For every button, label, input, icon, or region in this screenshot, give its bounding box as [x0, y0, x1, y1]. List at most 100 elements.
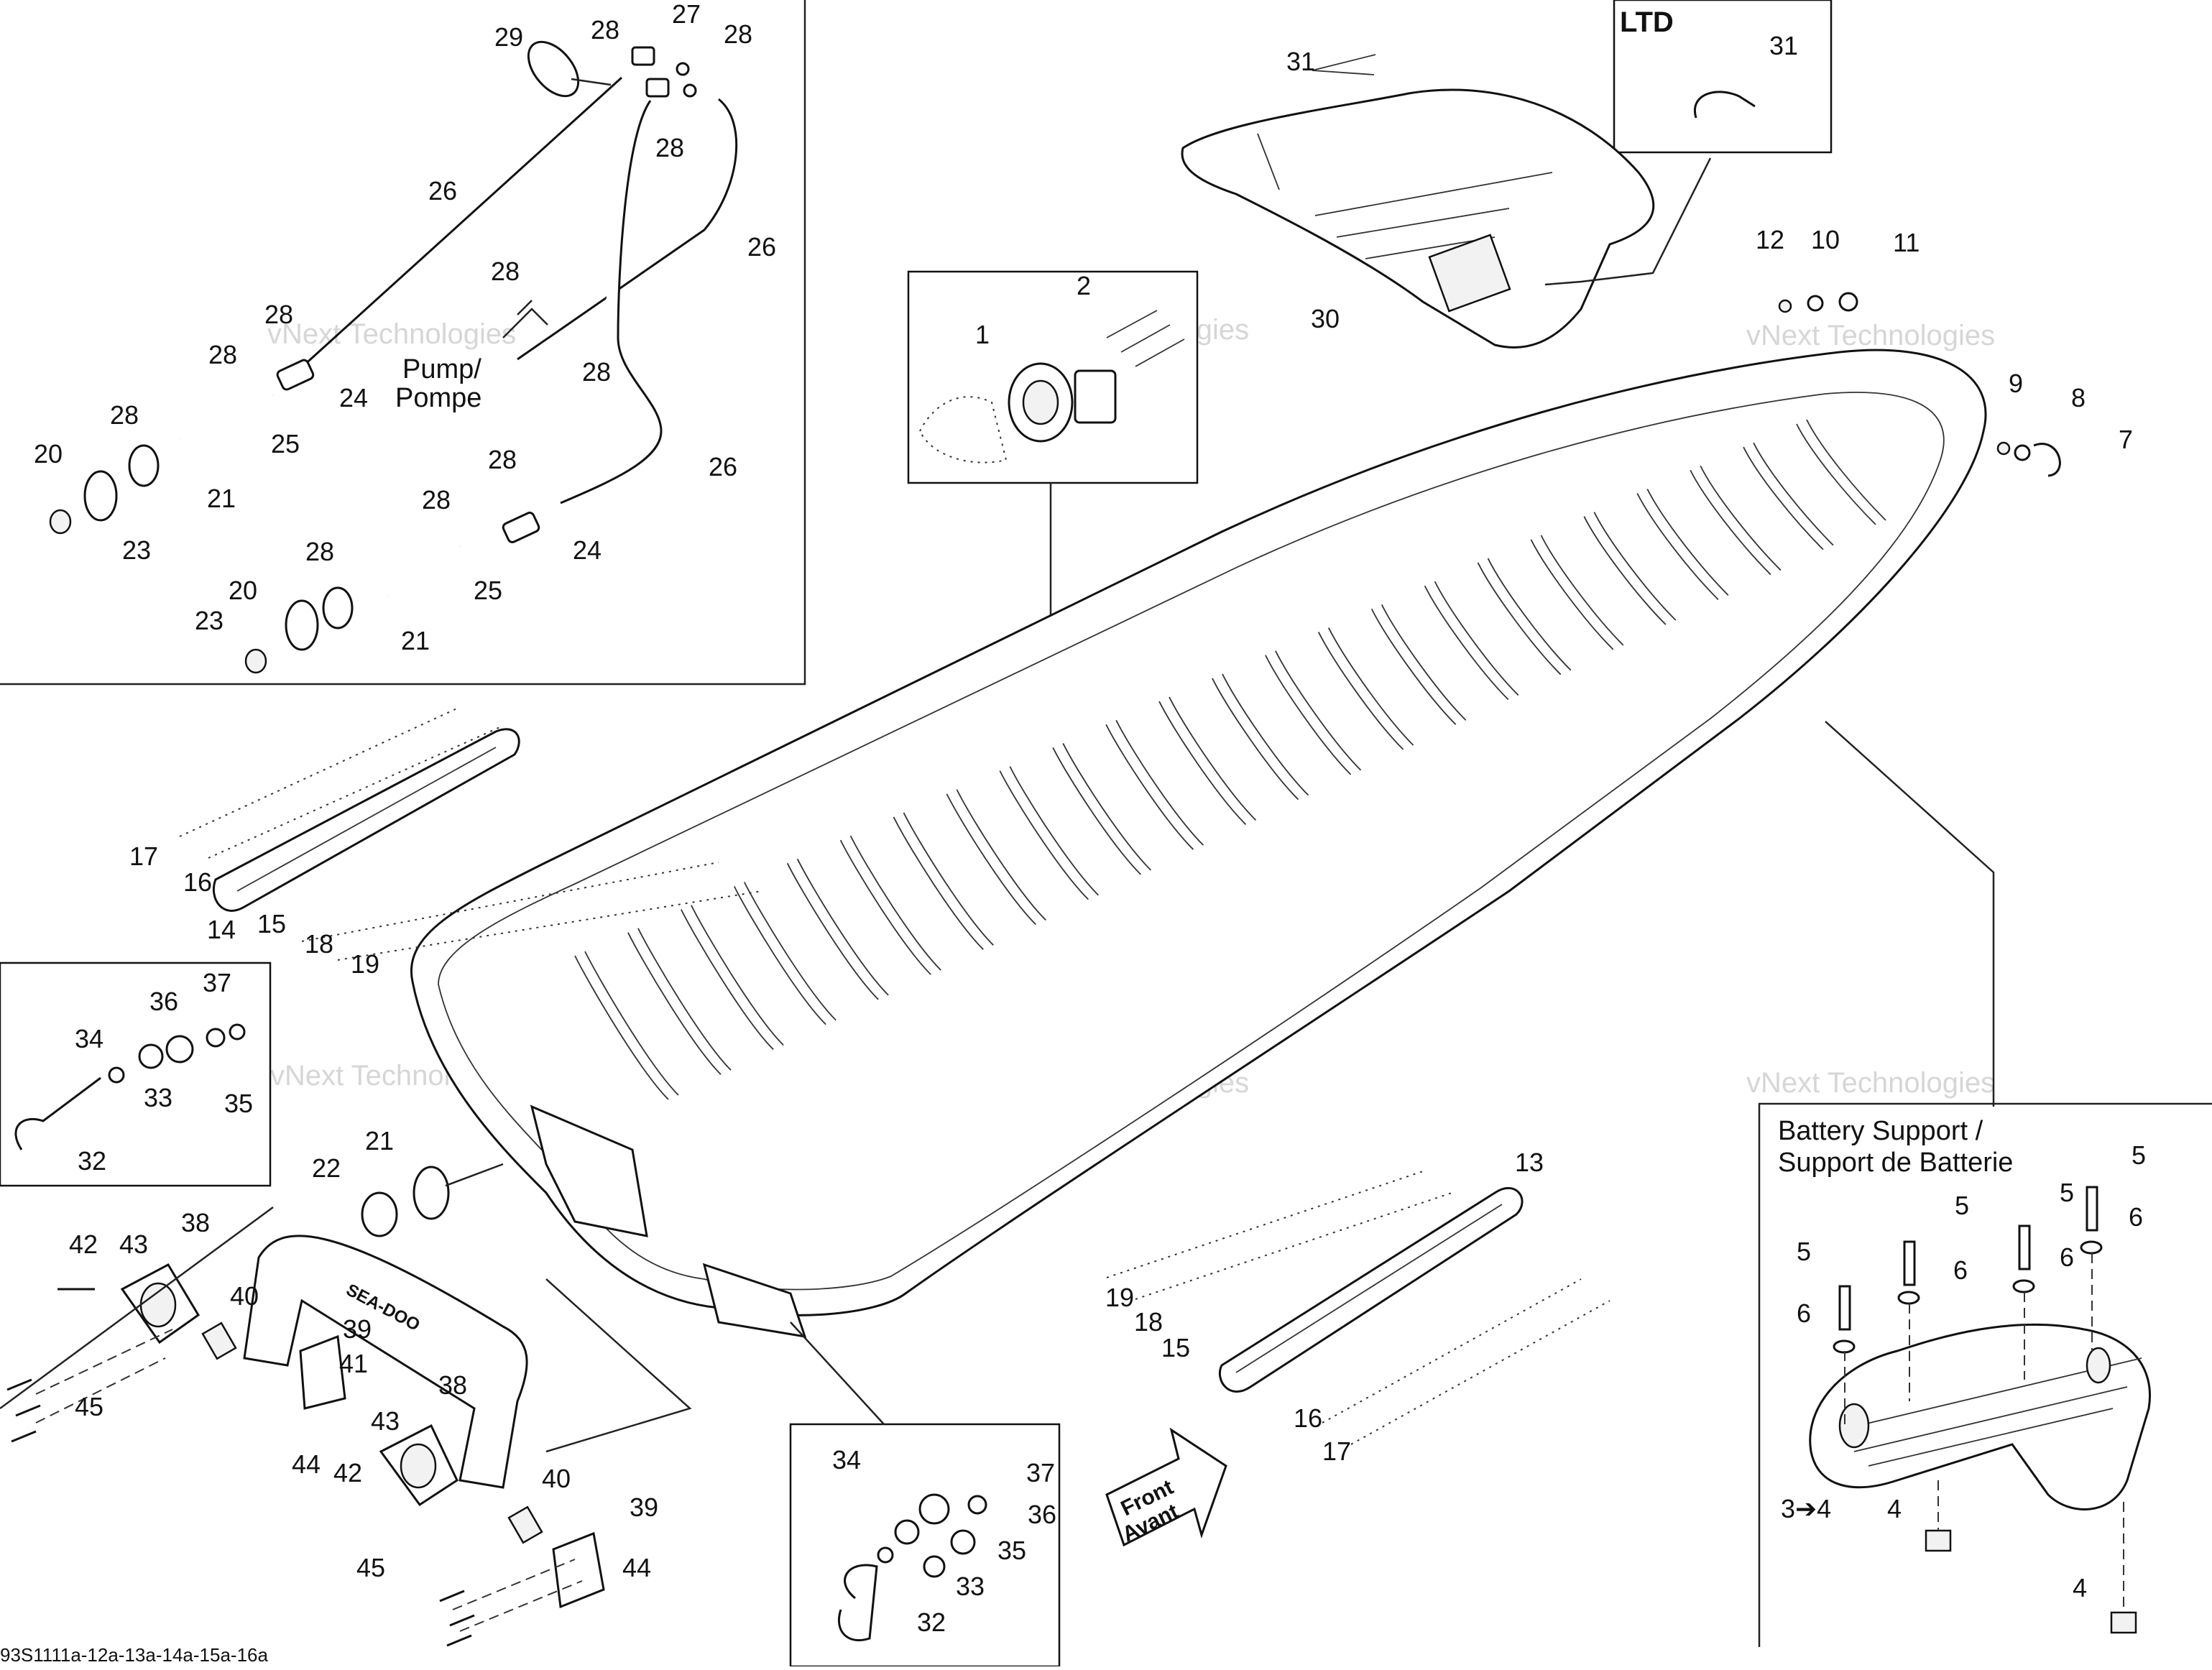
hull-rib: [1158, 701, 1247, 826]
callout-32: 32: [917, 1607, 946, 1637]
callout-26: 26: [747, 232, 776, 262]
callout-28: 28: [491, 257, 520, 286]
callout-28: 28: [110, 400, 139, 430]
callout-43: 43: [371, 1406, 400, 1436]
leader-line: [1312, 54, 1376, 75]
callout-39: 39: [343, 1314, 372, 1344]
callout-16: 16: [183, 867, 212, 897]
exhaust-outlet-part: [918, 310, 1185, 463]
callout-31: 31: [1286, 47, 1315, 76]
hull-rib: [733, 886, 826, 1025]
hull-rib: [1743, 446, 1824, 550]
callout-28: 28: [264, 300, 293, 329]
callout-28: 28: [422, 485, 451, 515]
battery-support-4: [1809, 1323, 2151, 1510]
hull-rib: [1796, 423, 1876, 525]
callout-5: 5: [2132, 1140, 2146, 1170]
hull-rib: [1381, 604, 1467, 721]
callout-19: 19: [1105, 1283, 1134, 1312]
hull-rib: [1317, 632, 1404, 750]
callout-17: 17: [1322, 1436, 1351, 1466]
bolts-5: [1833, 1186, 2103, 1354]
hull-rib: [1115, 719, 1204, 846]
hull-rib: [1806, 419, 1886, 521]
callout-41: 41: [339, 1349, 368, 1378]
callout-5: 5: [2060, 1178, 2074, 1207]
callout-9: 9: [2009, 369, 2023, 398]
hull-rib: [839, 839, 931, 975]
callout-33: 33: [956, 1572, 985, 1601]
callout-19: 19: [351, 949, 379, 979]
hull-rib: [1424, 585, 1509, 701]
watermark-text: vNext Technologies: [1746, 320, 1995, 351]
callout-36: 36: [149, 987, 178, 1016]
rope-seal-32: [14, 1023, 246, 1150]
hull-rib: [1477, 562, 1562, 675]
callout-42: 42: [333, 1458, 362, 1487]
hull-rib: [691, 905, 784, 1046]
callout-28: 28: [724, 19, 752, 49]
callout-5: 5: [1955, 1191, 1969, 1220]
hull-rib: [1487, 558, 1572, 671]
callout-21: 21: [401, 626, 430, 655]
callout-18: 18: [1134, 1307, 1163, 1337]
ladder-spring-40: [201, 1321, 543, 1544]
callout-16: 16: [1294, 1403, 1322, 1433]
nuts-4: [1925, 1529, 2137, 1634]
hull-rib: [627, 932, 722, 1075]
hull-rib: [1753, 442, 1834, 546]
ladder-plate-39: [299, 1334, 605, 1609]
hull-rib: [956, 789, 1046, 921]
seal-inset-bottom: [789, 1423, 1061, 1668]
callout-36: 36: [1028, 1500, 1056, 1529]
leader-line: [545, 1278, 692, 1453]
storage-bin-30: [1181, 88, 1655, 349]
callout-31: 31: [1769, 31, 1798, 60]
battery-label-line2: Support de Batterie: [1778, 1148, 2013, 1178]
callout-11: 11: [1893, 228, 1920, 257]
callout-37: 37: [203, 968, 231, 997]
cable-31: [1693, 91, 1756, 119]
callout-28: 28: [208, 340, 237, 369]
rope-seal-32-bottom: [837, 1493, 987, 1642]
callout-42: 42: [69, 1230, 98, 1259]
callout-4: 4: [1887, 1494, 1902, 1523]
hull-rib: [849, 835, 941, 971]
hull-rib: [1169, 696, 1257, 821]
hull-rib: [1636, 493, 1719, 600]
callout-22: 22: [312, 1153, 341, 1183]
hull-rib: [1009, 766, 1099, 896]
leader-line: [1825, 721, 1995, 1107]
callout-21: 21: [365, 1126, 394, 1155]
callout-3: 3➔4: [1781, 1494, 1831, 1523]
battery-dashed-paths: [1844, 1253, 2124, 1613]
ladder-bracket-38: [120, 1263, 458, 1507]
callout-39: 39: [630, 1493, 658, 1522]
hull-rib: [999, 770, 1089, 900]
nozzle-21-22: [361, 1163, 504, 1237]
callout-29: 29: [494, 22, 523, 52]
hull-rib: [584, 951, 679, 1096]
callout-38: 38: [181, 1208, 210, 1237]
nozzle-assembly: [49, 444, 354, 674]
callout-43: 43: [119, 1230, 148, 1259]
callout-24: 24: [573, 535, 602, 565]
hull-rib: [1370, 608, 1457, 725]
callout-4: 4: [2073, 1573, 2087, 1602]
callout-45: 45: [356, 1553, 385, 1582]
pump-inset-frame: [0, 0, 806, 686]
hull-rib: [1105, 724, 1194, 850]
side-rail-14: [212, 728, 520, 912]
callout-6: 6: [1797, 1298, 1811, 1328]
callout-2: 2: [1077, 271, 1091, 300]
callout-28: 28: [305, 537, 334, 566]
callout-45: 45: [75, 1392, 103, 1421]
hull-rib: [1275, 650, 1362, 771]
callout-30: 30: [1311, 304, 1340, 333]
callout-35: 35: [997, 1536, 1026, 1565]
hull-rib: [946, 793, 1036, 926]
callout-40: 40: [542, 1464, 571, 1493]
hull-rib: [903, 812, 994, 946]
